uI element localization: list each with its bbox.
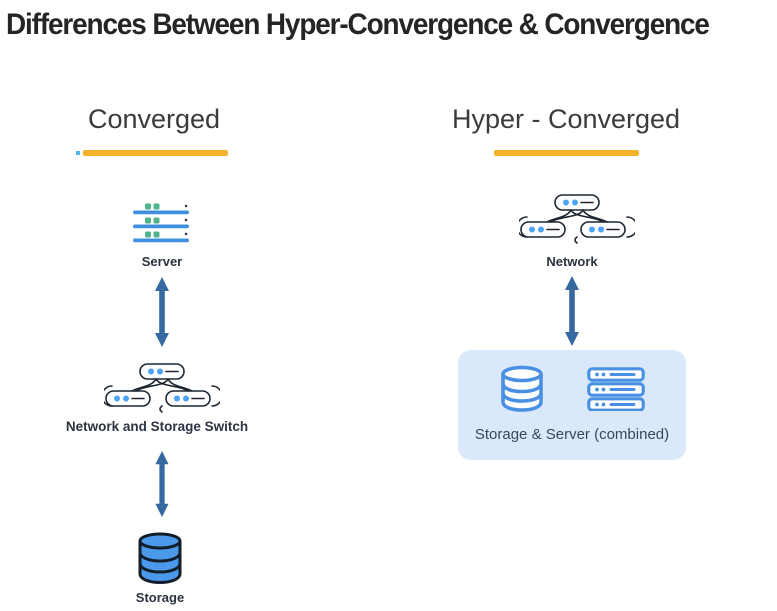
storage-server-combined-card: Storage & Server (combined) <box>458 350 686 460</box>
database-outline-icon <box>501 365 543 412</box>
converged-underline <box>83 150 228 156</box>
hyper-converged-underline <box>494 150 639 156</box>
underline-tick <box>76 151 80 155</box>
database-icon <box>138 532 182 584</box>
network-storage-switch-label: Network and Storage Switch <box>65 419 249 434</box>
converged-heading: Converged <box>87 104 221 134</box>
network-switch-icon <box>104 363 220 413</box>
network-icon <box>519 194 635 244</box>
hyper-converged-heading: Hyper - Converged <box>451 104 681 134</box>
server-rack-icon <box>133 203 189 243</box>
network-label: Network <box>546 254 598 269</box>
storage-server-combined-label: Storage & Server (combined) <box>474 426 670 443</box>
double-arrow-icon <box>155 451 169 517</box>
double-arrow-icon <box>155 277 169 347</box>
page-title: Differences Between Hyper-Convergence & … <box>6 8 710 41</box>
storage-label: Storage <box>135 590 185 605</box>
server-label: Server <box>141 254 183 269</box>
double-arrow-icon <box>565 276 579 346</box>
server-outline-icon <box>587 367 645 411</box>
